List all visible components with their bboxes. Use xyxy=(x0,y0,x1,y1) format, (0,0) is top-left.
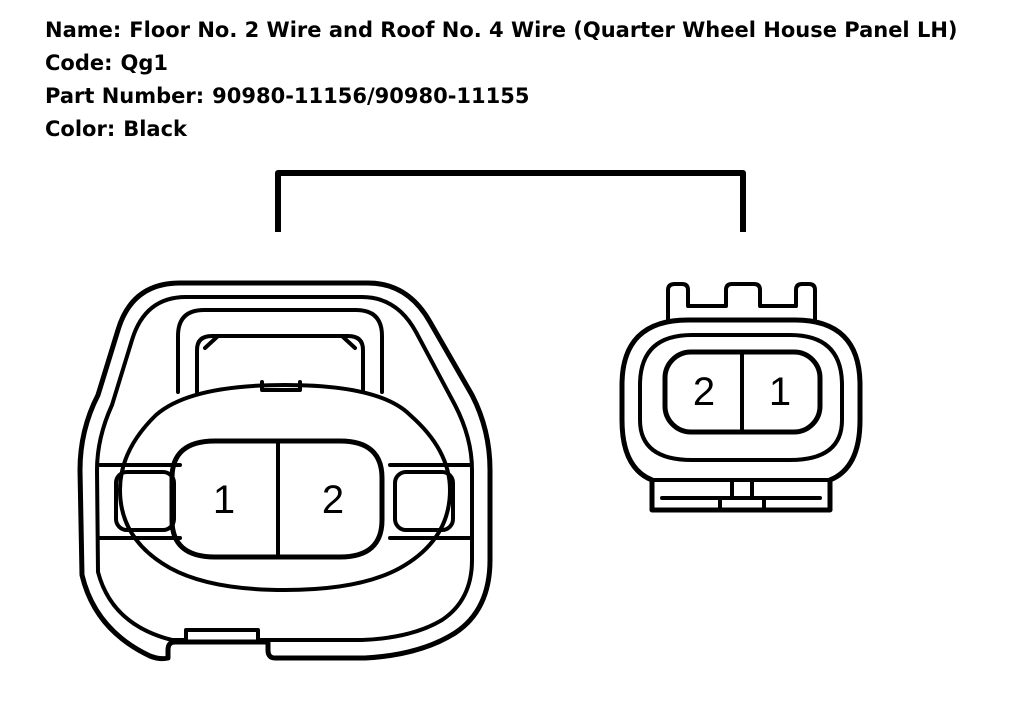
color-label: Color: xyxy=(45,117,116,141)
mating-bracket xyxy=(275,170,746,232)
right-connector-key xyxy=(718,478,766,512)
right-connector-skirt xyxy=(650,478,832,500)
left-connector-inner-shell xyxy=(95,295,474,642)
part-number-row: Part Number: 90980-11156/90980-11155 xyxy=(45,80,958,113)
left-connector xyxy=(77,280,493,662)
right-pin-label: 2 xyxy=(693,370,715,414)
left-connector-cavity xyxy=(118,383,452,592)
left-connector-outer-shell xyxy=(77,280,493,662)
right-connector-top-tabs xyxy=(666,282,817,322)
code-value: Qg1 xyxy=(120,51,169,75)
code-row: Code: Qg1 xyxy=(45,47,958,80)
part-number-value: 90980-11156/90980-11155 xyxy=(212,84,530,108)
left-connector-lock-inner xyxy=(195,334,365,394)
left-pin-label: 1 xyxy=(213,478,235,522)
right-connector-outer-shell xyxy=(619,317,863,513)
name-row: Name: Floor No. 2 Wire and Roof No. 4 Wir… xyxy=(45,14,958,47)
name-value: Floor No. 2 Wire and Roof No. 4 Wire (Qu… xyxy=(129,18,958,42)
name-label: Name: xyxy=(45,18,122,42)
right-pin-label: 1 xyxy=(769,370,791,414)
part-number-label: Part Number: xyxy=(45,84,205,108)
connector-info: Name: Floor No. 2 Wire and Roof No. 4 Wir… xyxy=(45,14,958,146)
code-label: Code: xyxy=(45,51,113,75)
right-connector-inner-shell xyxy=(638,333,844,462)
color-row: Color: Black xyxy=(45,113,958,146)
right-connector xyxy=(619,282,863,513)
left-connector-left-rail xyxy=(98,463,182,540)
left-connector-right-rail xyxy=(388,463,472,540)
left-connector-right-latch xyxy=(393,470,455,532)
color-value: Black xyxy=(123,117,188,141)
left-pin-label: 2 xyxy=(322,478,344,522)
left-connector-terminal-housing xyxy=(169,438,385,560)
left-connector-lock-outer xyxy=(176,308,384,394)
